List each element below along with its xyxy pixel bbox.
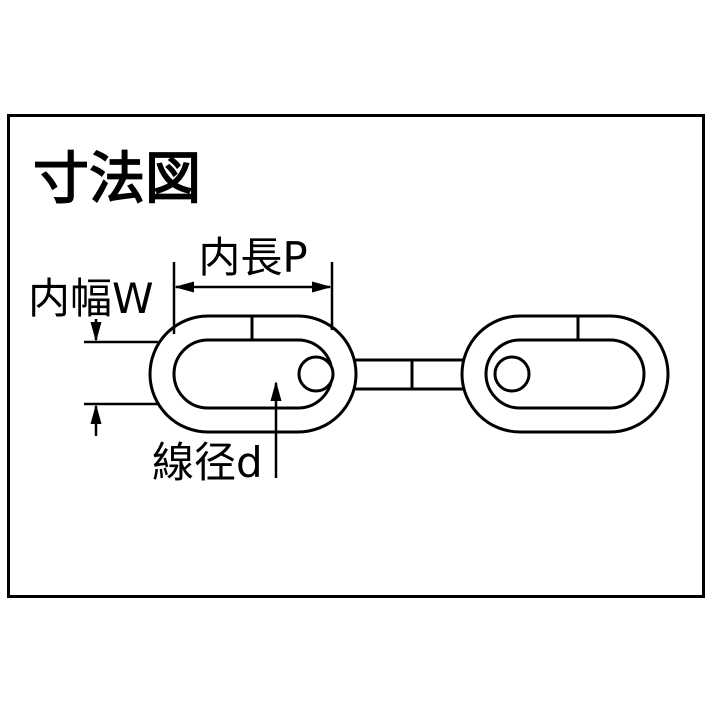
wire-diameter-label: 線径d [152,438,263,487]
inner-width-label: 内幅W [28,274,154,323]
diagram-title: 寸法図 [33,147,201,212]
right-wire-cross-section [493,355,531,393]
right-chain-link [460,314,670,434]
wire-diameter-arrow-icon [270,381,282,401]
inner-width-arrow-top-icon [90,322,102,342]
right-link-outer-outline [460,314,670,434]
inner-length-label: 内長P [198,233,307,282]
inner-length-arrow-left-icon [174,281,194,293]
left-wire-cross-section [297,355,335,393]
dimension-inner-width: 内幅W [28,274,158,436]
inner-width-arrow-bottom-icon [90,404,102,424]
right-link-inner-outline [484,338,646,410]
dimension-inner-length: 内長P [172,233,334,334]
diagram-border [7,114,705,598]
dimension-wire-diameter: 線径d [152,381,282,487]
inner-length-arrow-right-icon [312,281,332,293]
middle-link [354,358,464,391]
